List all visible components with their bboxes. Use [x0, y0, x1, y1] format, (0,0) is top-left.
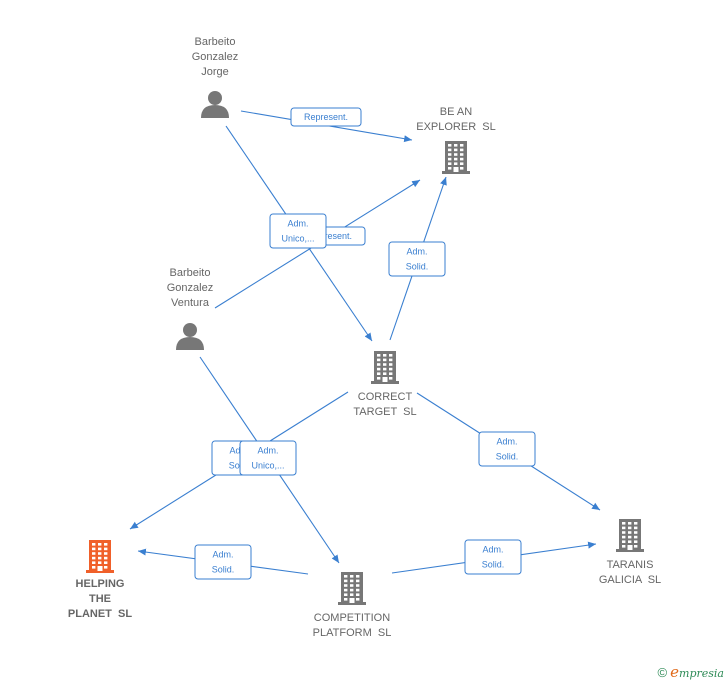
brand-logo-e: e: [670, 663, 680, 681]
edge-label-text: Adm.: [257, 446, 278, 456]
edge-label-text: Adm.: [496, 437, 517, 447]
building-icon: [442, 141, 470, 174]
edge-label-text: Solid.: [496, 452, 519, 462]
edge-label-box: [290, 107, 362, 127]
node-correct-target[interactable]: CORRECT TARGET SL: [353, 351, 417, 418]
edge-label-barbeito-ventura-to-competition-platform[interactable]: Adm. Unico,...: [239, 440, 297, 476]
edge-label-text: Adm.: [406, 247, 427, 257]
node-label-line: Gonzalez: [167, 282, 213, 294]
node-label-line: Ventura: [171, 297, 210, 309]
node-label-line: Barbeito: [170, 267, 211, 279]
person-icon: [201, 91, 229, 118]
edge-label-competition-platform-to-helping-planet[interactable]: Adm. Solid.: [194, 544, 252, 580]
node-label-line: Barbeito: [195, 36, 236, 48]
node-label-line: TARGET SL: [353, 406, 416, 418]
building-icon: [338, 572, 366, 605]
node-be-an-explorer[interactable]: BE AN EXPLORER SL: [416, 106, 496, 174]
edge-label-text: Adm.: [212, 550, 233, 560]
edge-label-box: [239, 440, 297, 476]
node-label-line: Jorge: [201, 66, 229, 78]
edge-label-text: Solid.: [212, 565, 235, 575]
node-label-line: CORRECT: [358, 391, 413, 403]
edge-label-barbeito-jorge-to-correct-target[interactable]: Adm. Unico,...: [269, 213, 327, 249]
node-label-line: TARANIS: [607, 559, 654, 571]
edge-label-text: Represent.: [304, 112, 348, 122]
edge-label-barbeito-jorge-to-be-an-explorer[interactable]: Represent.: [290, 107, 362, 127]
building-icon: [371, 351, 399, 384]
edge-label-box: [194, 544, 252, 580]
edge-label-text: Unico,...: [281, 234, 314, 244]
node-helping-planet[interactable]: HELPING THE PLANET SL: [68, 540, 132, 620]
node-label-line: PLATFORM SL: [313, 627, 392, 639]
node-competition-platform[interactable]: COMPETITION PLATFORM SL: [313, 572, 392, 639]
building-icon: [86, 540, 114, 573]
node-label-line: PLANET SL: [68, 608, 132, 620]
node-label-line: BE AN: [440, 106, 472, 118]
edge-label-box: [388, 241, 446, 277]
edge-label-text: Represent.: [308, 231, 352, 241]
edge-label-competition-platform-to-taranis-galicia[interactable]: Adm. Solid.: [464, 539, 522, 575]
node-label-line: HELPING: [76, 578, 125, 590]
edge-label-correct-target-to-be-an-explorer[interactable]: Adm. Solid.: [388, 241, 446, 277]
edge-label-box: [478, 431, 536, 467]
node-label-line: GALICIA SL: [599, 574, 661, 586]
building-icon: [616, 519, 644, 552]
node-label-line: THE: [89, 593, 111, 605]
edge-label-box: [269, 213, 327, 249]
node-label-line: COMPETITION: [314, 612, 390, 624]
edge-label-box: [464, 539, 522, 575]
edge-label-correct-target-to-taranis-galicia[interactable]: Adm. Solid.: [478, 431, 536, 467]
person-icon: [176, 323, 204, 350]
edge-label-text: Solid.: [482, 560, 505, 570]
copyright-icon: ©: [657, 665, 668, 680]
node-label-line: Gonzalez: [192, 51, 238, 63]
edge-label-text: Unico,...: [251, 461, 284, 471]
edge-label-text: Adm.: [287, 219, 308, 229]
edge-label-text: Solid.: [406, 262, 429, 272]
node-taranis-galicia[interactable]: TARANIS GALICIA SL: [599, 519, 661, 586]
brand-logo-text: mpresia: [679, 667, 724, 680]
edge-label-text: Adm.: [482, 545, 503, 555]
brand-footer: ©empresia: [658, 663, 724, 681]
node-label-line: EXPLORER SL: [416, 121, 495, 133]
